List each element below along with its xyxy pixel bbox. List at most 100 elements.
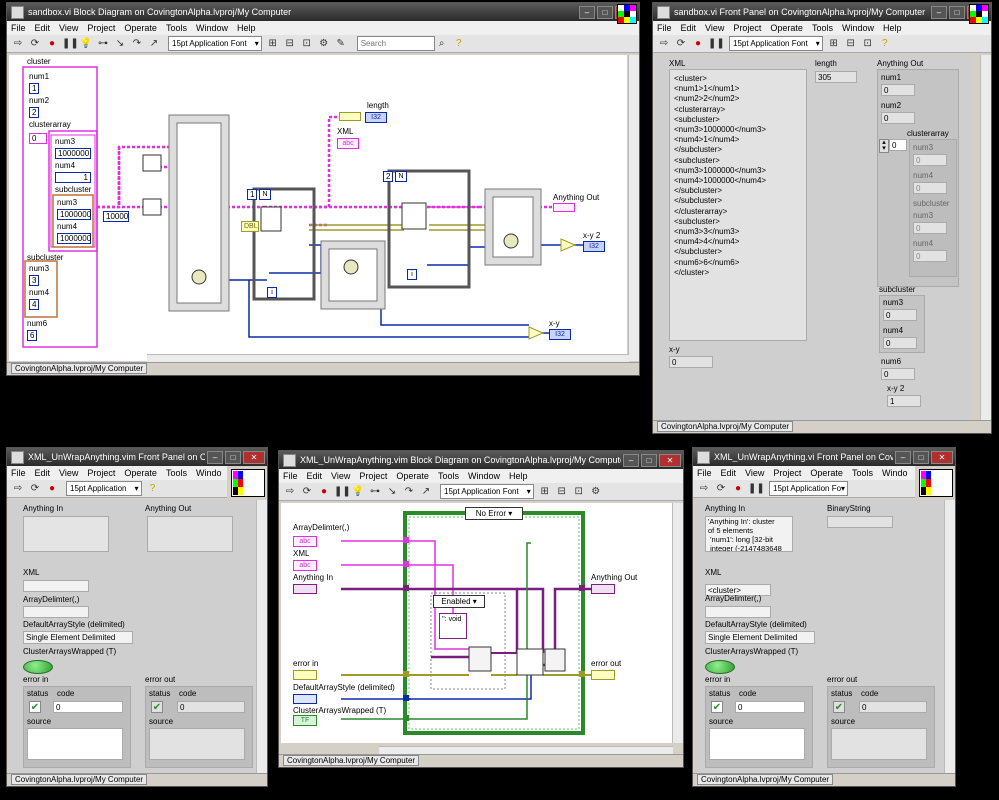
menu-window[interactable]: Windo	[195, 468, 222, 478]
vertical-scrollbar[interactable]	[672, 503, 683, 743]
distribute-icon[interactable]: ⊟	[285, 38, 294, 49]
menu-view[interactable]: View	[331, 471, 351, 481]
font-select[interactable]: 15pt Application Font	[440, 484, 534, 499]
menu-edit[interactable]: Edit	[34, 23, 51, 33]
menu-operate[interactable]: Operate	[124, 468, 157, 478]
block-diagram-canvas[interactable]: No Error ▾ Enabled ▾ '': void ArrayDelim…	[281, 503, 673, 743]
menu-file[interactable]: File	[11, 468, 26, 478]
menu-tools[interactable]: Tools	[851, 468, 873, 478]
dbl-constant[interactable]: DBL	[241, 221, 259, 232]
abort-icon[interactable]: ●	[694, 38, 702, 49]
font-select[interactable]: 15pt Application Font	[729, 36, 823, 51]
menu-edit[interactable]: Edit	[720, 468, 737, 478]
help-icon[interactable]: ?	[455, 38, 462, 49]
maximize-button[interactable]: □	[597, 5, 613, 19]
menu-view[interactable]: View	[705, 23, 725, 33]
c-num4-constant[interactable]: 4	[29, 299, 39, 310]
distribute-icon[interactable]: ⊟	[557, 486, 566, 497]
search-icon[interactable]: ⌕	[438, 38, 445, 49]
abort-icon[interactable]: ●	[320, 486, 328, 497]
cluster-arrays-led[interactable]	[23, 660, 53, 674]
run-continuously-icon[interactable]: ⟳	[30, 483, 40, 494]
block-diagram-canvas[interactable]: cluster num1 1 num2 2 clusterarray 0 num…	[9, 55, 627, 361]
front-panel-canvas[interactable]: XML <cluster> <num1>1</num1> <num2>2</nu…	[655, 55, 971, 421]
minimize-button[interactable]: –	[895, 450, 911, 464]
array-delim-control[interactable]	[705, 606, 771, 618]
run-arrow-icon[interactable]: ⇨	[13, 483, 23, 494]
horizontal-scrollbar[interactable]	[379, 746, 673, 755]
unwrap-vi-front-panel-window[interactable]: XML_UnWrapAnything.vi Front Panel on Cov…	[692, 447, 956, 787]
menu-tools[interactable]: Tools	[811, 23, 833, 33]
abort-icon[interactable]: ●	[48, 483, 56, 494]
num1-constant[interactable]: 1	[29, 83, 39, 94]
unwrap-vim-front-panel-window[interactable]: XML_UnWrapAnything.vim Front Panel on Co…	[6, 447, 268, 787]
highlight-execution-icon[interactable]: 💡	[351, 486, 365, 497]
sub-num4-constant[interactable]: 1000000	[57, 233, 91, 244]
xml-control[interactable]	[23, 580, 89, 592]
close-button[interactable]: ✕	[243, 450, 265, 464]
help-icon[interactable]: ?	[881, 38, 888, 49]
menu-operate[interactable]: Operate	[810, 468, 843, 478]
step-over-icon[interactable]: ↷	[132, 38, 142, 49]
step-into-icon[interactable]: ↘	[387, 486, 397, 497]
menu-window[interactable]: Window	[195, 23, 228, 33]
align-icon[interactable]: ⊞	[268, 38, 277, 49]
menu-project[interactable]: Project	[87, 23, 116, 33]
array-index[interactable]: 0	[29, 133, 47, 144]
xml-control[interactable]: <cluster>	[705, 584, 771, 596]
anything-in-control[interactable]: 'Anything In': cluster of 5 elements 'nu…	[705, 516, 793, 552]
horizontal-scrollbar[interactable]	[147, 354, 629, 363]
menu-tools[interactable]: Tools	[165, 23, 187, 33]
cluster-arrays-led[interactable]	[705, 660, 735, 674]
menu-edit[interactable]: Edit	[306, 471, 323, 481]
error-in-source[interactable]	[27, 728, 123, 760]
help-icon[interactable]: ?	[149, 483, 156, 494]
resize-icon[interactable]: ⊡	[863, 38, 872, 49]
menu-project[interactable]: Project	[733, 23, 762, 33]
font-select[interactable]: 15pt Application Fo	[769, 481, 848, 496]
run-continuously-icon[interactable]: ⟳	[30, 38, 40, 49]
step-out-icon[interactable]: ↗	[421, 486, 431, 497]
title-bar[interactable]: XML_UnWrapAnything.vi Front Panel on Cov…	[693, 448, 955, 466]
maximize-button[interactable]: □	[949, 5, 965, 19]
disable-selector[interactable]: Enabled ▾	[433, 595, 485, 608]
run-arrow-icon[interactable]: ⇨	[13, 38, 23, 49]
unwrap-vim-block-diagram-window[interactable]: XML_UnWrapAnything.vim Block Diagram on …	[278, 450, 684, 768]
menu-file[interactable]: File	[283, 471, 298, 481]
array-index-value[interactable]: 0	[889, 139, 907, 151]
num4-constant[interactable]: 1	[55, 172, 91, 183]
vertical-scrollbar[interactable]	[628, 55, 639, 361]
menu-window[interactable]: Window	[467, 471, 500, 481]
array-index-spinner[interactable]: ▴▾	[879, 139, 889, 153]
vertical-scrollbar[interactable]	[980, 55, 991, 421]
array-delim-control[interactable]	[23, 606, 89, 618]
loop-count-1[interactable]: 1	[247, 189, 257, 200]
error-in-code[interactable]: 0	[735, 701, 805, 713]
search-input[interactable]: Search	[356, 36, 435, 51]
menu-view[interactable]: View	[59, 23, 79, 33]
c-num3-constant[interactable]: 3	[29, 275, 39, 286]
retain-wire-values-icon[interactable]: ⊶	[98, 38, 108, 49]
minimize-button[interactable]: –	[623, 453, 639, 467]
vertical-scrollbar[interactable]	[256, 500, 267, 774]
run-arrow-icon[interactable]: ⇨	[699, 483, 709, 494]
run-arrow-icon[interactable]: ⇨	[659, 38, 669, 49]
title-bar[interactable]: sandbox.vi Block Diagram on CovingtonAlp…	[7, 3, 639, 21]
minimize-button[interactable]: –	[931, 5, 947, 19]
run-arrow-icon[interactable]: ⇨	[285, 486, 295, 497]
title-bar[interactable]: XML_UnWrapAnything.vim Block Diagram on …	[279, 451, 683, 469]
num2-constant[interactable]: 2	[29, 107, 39, 118]
loop-count-2[interactable]: 2	[383, 171, 393, 182]
vi-icon[interactable]	[617, 4, 637, 24]
menu-project[interactable]: Project	[773, 468, 802, 478]
menu-tools[interactable]: Tools	[165, 468, 187, 478]
menu-operate[interactable]: Operate	[770, 23, 803, 33]
vim-icon[interactable]	[231, 469, 265, 497]
abort-icon[interactable]: ●	[48, 38, 56, 49]
default-style-control[interactable]: Single Element Delimited	[23, 631, 133, 644]
sandbox-front-panel-window[interactable]: sandbox.vi Front Panel on CovingtonAlpha…	[652, 2, 992, 434]
retain-wire-values-icon[interactable]: ⊶	[370, 486, 380, 497]
menu-window[interactable]: Window	[841, 23, 874, 33]
pause-icon[interactable]: ❚❚	[708, 38, 725, 49]
num6-constant[interactable]: 6	[27, 330, 37, 341]
